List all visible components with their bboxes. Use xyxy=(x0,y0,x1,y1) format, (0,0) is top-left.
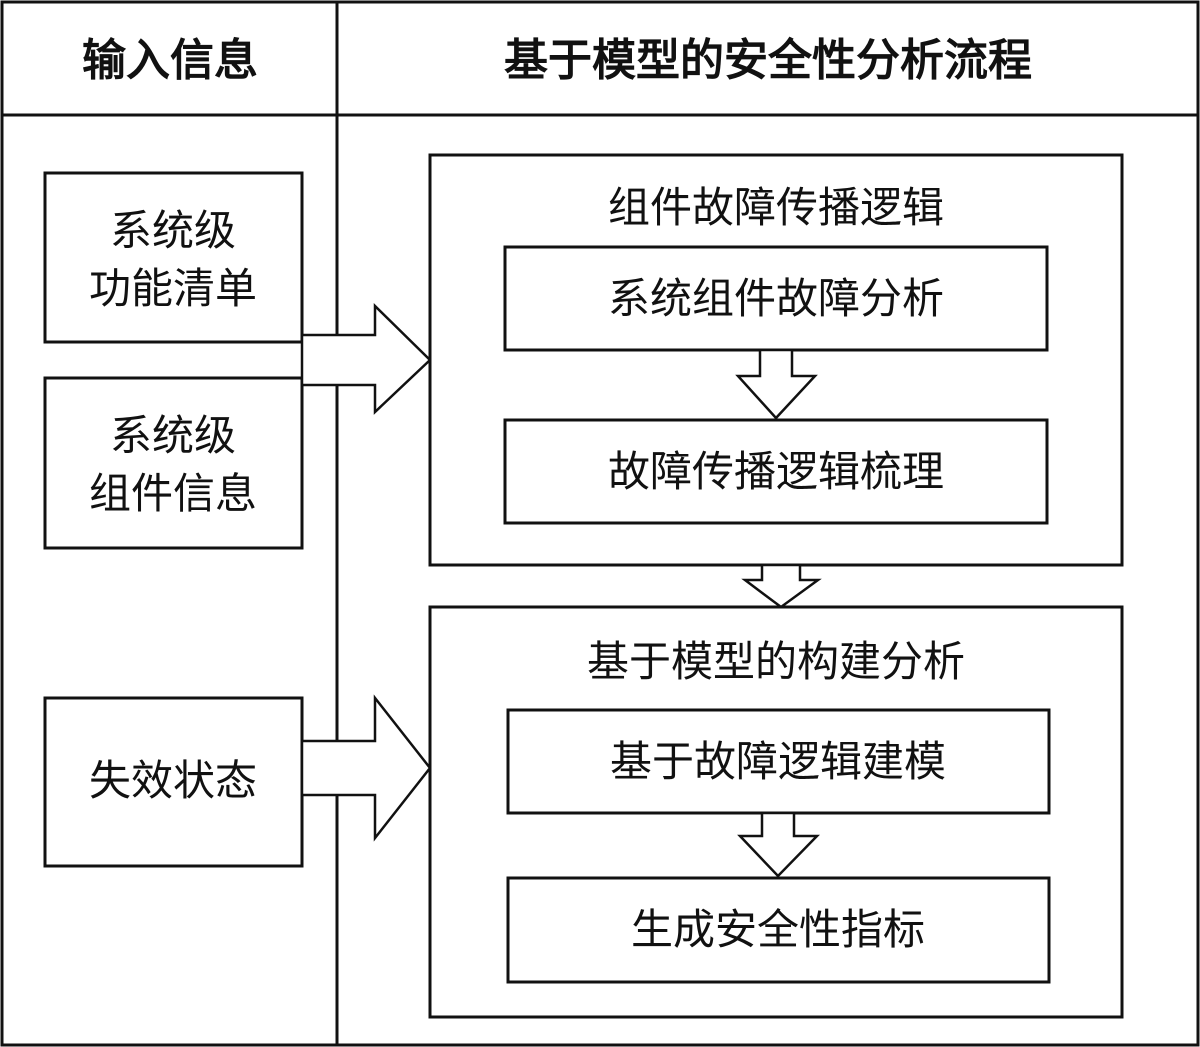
input-box-line: 组件信息 xyxy=(89,469,257,518)
right-arrow-icon xyxy=(300,303,432,415)
right-arrow-icon xyxy=(300,694,432,842)
input-box-line: 系统级 xyxy=(110,411,236,460)
step-box xyxy=(503,418,1049,525)
down-arrow-icon xyxy=(741,563,822,609)
input-box-component-info: 系统级 组件信息 xyxy=(43,376,304,550)
input-box-line: 失效状态 xyxy=(89,756,257,805)
input-box-function-list: 系统级 功能清单 xyxy=(43,171,304,344)
process-column-header: 基于模型的安全性分析流程 xyxy=(504,35,1032,86)
down-arrow-icon xyxy=(735,348,818,420)
step-box xyxy=(506,708,1051,815)
down-arrow-icon xyxy=(737,811,820,878)
group-title: 组件故障传播逻辑 xyxy=(608,183,944,232)
input-box-failure-state: 失效状态 xyxy=(43,696,304,868)
input-box-line: 功能清单 xyxy=(89,264,257,313)
step-label: 故障传播逻辑梳理 xyxy=(608,447,944,496)
step-label: 基于故障逻辑建模 xyxy=(610,737,946,786)
input-column-header: 输入信息 xyxy=(82,35,258,86)
step-label: 生成安全性指标 xyxy=(631,905,925,954)
group-model-based-analysis: 基于模型的构建分析 基于故障逻辑建模 生成安全性指标 xyxy=(428,605,1124,1019)
step-box xyxy=(503,245,1049,352)
input-box-line: 系统级 xyxy=(110,206,236,255)
step-label: 系统组件故障分析 xyxy=(608,274,944,323)
group-title: 基于模型的构建分析 xyxy=(587,637,965,686)
group-fault-propagation-logic: 组件故障传播逻辑 系统组件故障分析 故障传播逻辑梳理 xyxy=(428,153,1124,567)
step-box xyxy=(506,876,1051,984)
